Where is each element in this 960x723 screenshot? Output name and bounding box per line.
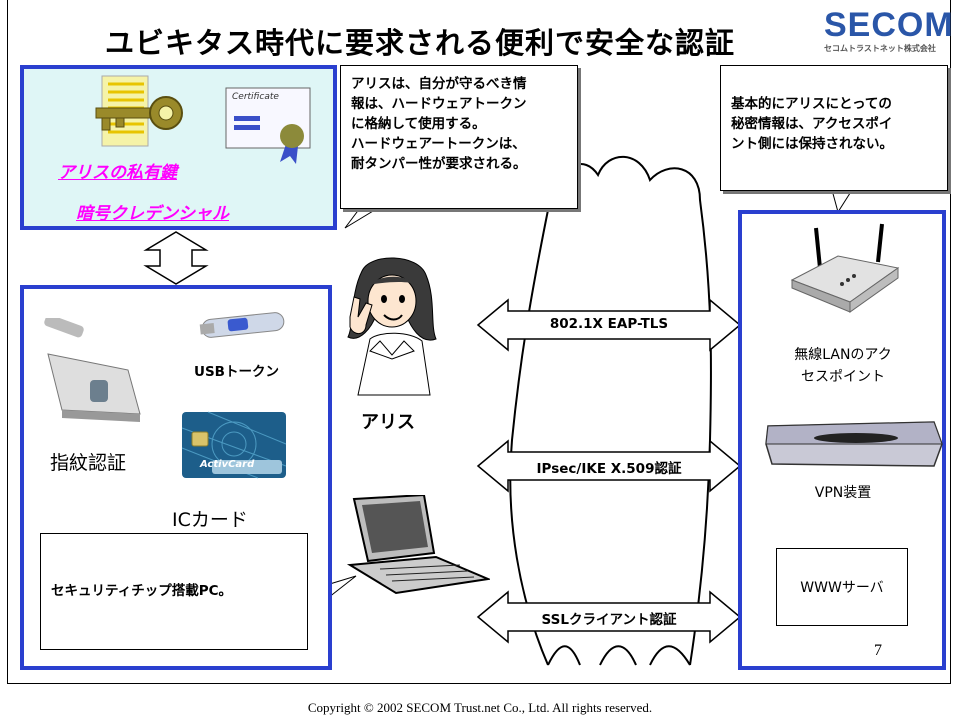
page-number: 7 [874,642,882,659]
network-cloud-icon [509,155,712,666]
laptop-pc-icon [346,495,490,595]
usb-token-icon [199,312,285,338]
card-brand: ActivCard [200,459,255,470]
www-server-box: WWWサーバ [776,548,908,626]
access-point-callout: 基本的にアリスにとっての 秘密情報は、アクセスポイ ント側には保持されない。 [720,65,948,191]
panel-link-arrow [143,231,209,285]
wireless-ap-icon [790,223,900,313]
private-key-link[interactable]: アリスの私有鍵 [58,163,177,183]
copyright-notice: Copyright © 2002 SECOM Trust.net Co., Lt… [307,700,653,715]
slide-frame [7,0,951,684]
vpn-label: VPN装置 [814,485,872,501]
callout-line: セキュリティチップ搭載PC。 [51,583,232,599]
credential-link[interactable]: 暗号クレデンシャル [76,204,229,224]
callout-line: ハードウェアートークンは、 [351,136,526,152]
vpn-device-icon [765,421,943,467]
protocol-label: 802.1X EAP-TLS [549,316,669,332]
slide-title: ユビキタス時代に要求される便利で安全な認証 [104,26,735,60]
ic-card-icon [181,411,287,479]
callout-tail-ap [831,189,853,214]
logo-subtitle: セコムトラストネット株式会社 [824,44,936,53]
protocol-label: IPsec/IKE X.509認証 [536,461,682,477]
callout-line: ント側には保持されない。 [731,136,893,152]
fingerprint-label: 指紋認証 [50,452,127,474]
logo-wordmark: SECOM [824,6,954,44]
label-line: 無線LANのアク [794,347,892,363]
usb-token-label: USBトークン [194,364,279,380]
secom-logo: SECOM セコムトラストネット株式会社 [824,6,954,54]
callout-line: 報は、ハードウェアトークン [351,96,527,112]
security-chip-callout: セキュリティチップ搭載PC。 [40,533,308,650]
callout-line: 耐タンパー性が要求される。 [351,156,527,172]
callout-line: アリスは、自分が守るべき情 [351,76,527,92]
certificate-title: Certificate [232,92,279,102]
label-line: セスポイント [801,369,885,385]
www-server-label: WWWサーバ [800,580,884,596]
access-point-label: 無線LANのアク セスポイント [748,344,938,388]
key-document-icon [95,75,183,147]
callout-line: 秘密情報は、アクセスポイ [731,116,893,132]
callout-line: 基本的にアリスにとっての [731,96,892,112]
callout-tail-token [344,207,380,229]
protocol-label: SSLクライアント認証 [541,612,677,628]
alice-label: アリス [361,412,415,433]
callout-line: に格納して使用する。 [351,116,486,132]
ic-card-label: ICカード [172,509,248,531]
certificate-icon [225,87,311,164]
alice-avatar [347,257,437,396]
hardware-token-callout: アリスは、自分が守るべき情 報は、ハードウェアトークン に格納して使用する。 ハ… [340,65,578,209]
fingerprint-reader-icon [44,318,141,422]
